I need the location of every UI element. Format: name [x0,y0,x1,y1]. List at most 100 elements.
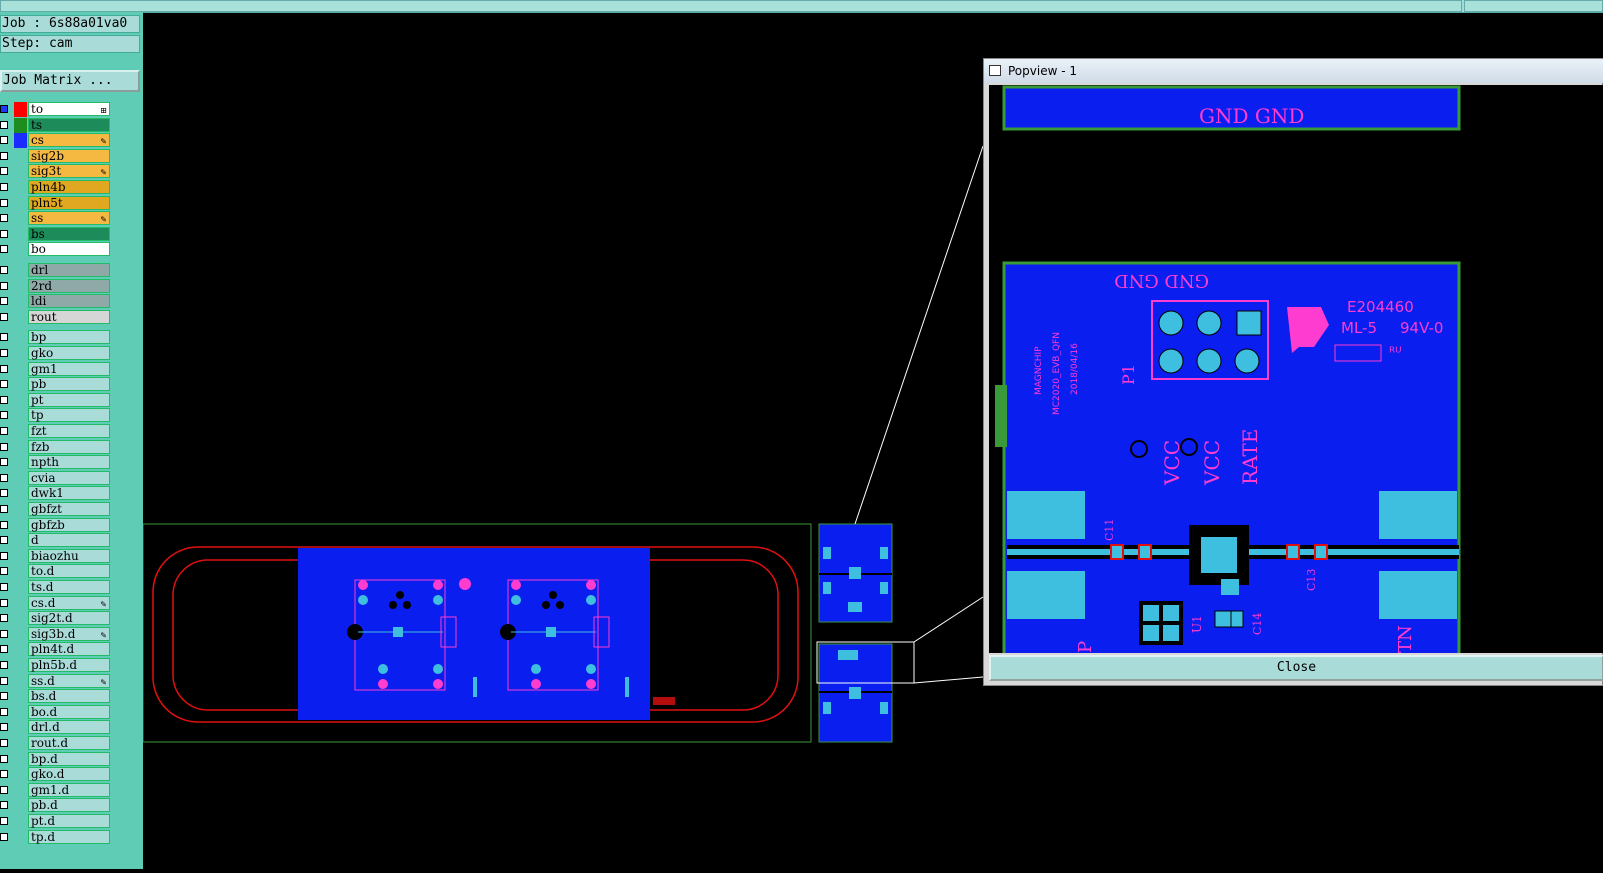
layer-visibility-checkbox[interactable] [0,754,8,763]
layer-name[interactable]: pln5b.d [28,658,110,672]
popview-titlebar[interactable]: Popview - 1 [984,59,1603,83]
layer-visibility-checkbox[interactable] [0,583,8,591]
layer-row[interactable]: drl [0,263,115,279]
layer-row[interactable]: rout [0,309,115,326]
layer-visibility-checkbox[interactable] [0,266,8,274]
layer-visibility-checkbox[interactable] [0,364,8,373]
layer-name[interactable]: gko [28,346,110,360]
layer-visibility-checkbox[interactable] [0,567,8,576]
layer-name[interactable]: ss.d✎ [28,673,110,688]
layer-visibility-checkbox[interactable] [0,505,8,513]
layer-name[interactable]: dwk1 [28,486,110,501]
layer-row[interactable]: ldi [0,294,115,310]
layer-row[interactable]: dwk1 [0,486,115,502]
layer-row[interactable]: bs.d [0,689,115,705]
layer-visibility-checkbox[interactable] [0,167,8,176]
job-matrix-button[interactable]: Job Matrix ... [0,70,140,92]
layer-visibility-checkbox[interactable] [0,120,8,129]
layer-visibility-checkbox[interactable] [0,281,8,290]
layer-name[interactable]: pb.d [28,798,110,813]
layer-visibility-checkbox[interactable] [0,629,8,638]
layer-name[interactable]: cvia [28,470,110,485]
layer-visibility-checkbox[interactable] [0,245,8,254]
layer-visibility-checkbox[interactable] [0,380,8,389]
layer-visibility-checkbox[interactable] [0,297,8,306]
layer-name[interactable]: tp.d [28,829,110,844]
close-button[interactable]: Close [989,655,1603,681]
layer-visibility-checkbox[interactable] [0,136,8,145]
layer-name[interactable]: bo [28,242,110,257]
layer-visibility-checkbox[interactable] [0,785,8,794]
layer-row[interactable]: cs.d✎ [0,595,115,612]
layer-row[interactable]: drl.d [0,720,115,736]
layer-row[interactable]: pln4b [0,180,115,196]
layer-name[interactable]: bp.d [28,751,110,766]
layer-row[interactable]: to⊞ [0,102,115,118]
layer-row[interactable]: to.d [0,564,115,580]
layer-visibility-checkbox[interactable] [0,229,8,238]
layer-row[interactable]: tp.d [0,829,115,846]
layer-row[interactable]: sig3t✎ [0,164,115,180]
layer-row[interactable]: rout.d [0,736,115,752]
layer-row[interactable]: ss.d✎ [0,673,115,690]
layer-name[interactable]: gko.d [28,767,110,782]
layer-name[interactable]: gm1.d [28,782,110,797]
layer-visibility-checkbox[interactable] [0,770,8,779]
layer-row[interactable]: pln4t.d [0,642,115,658]
layer-row[interactable]: gm1 [0,361,115,378]
layer-row[interactable]: pln5t [0,195,115,212]
layer-name[interactable]: drl [28,263,110,277]
layer-visibility-checkbox[interactable] [0,598,8,607]
layer-name[interactable]: cs.d✎ [28,595,110,610]
layer-name[interactable]: rout [28,309,110,324]
layer-visibility-checkbox[interactable] [0,739,8,747]
layer-name[interactable]: sig3t✎ [28,164,110,179]
layer-row[interactable]: pt [0,392,115,409]
layer-name[interactable]: ts [28,117,110,132]
layer-row[interactable]: npth [0,455,115,471]
layer-name[interactable]: biaozhu [28,548,110,563]
layer-visibility-checkbox[interactable] [0,489,8,498]
layer-name[interactable]: bs [28,226,110,241]
layer-name[interactable]: pt.d [28,814,110,828]
layer-visibility-checkbox[interactable] [0,520,8,529]
layer-visibility-checkbox[interactable] [0,692,8,701]
toolbar-segment-right[interactable] [1464,0,1603,12]
layer-name[interactable]: gbfzt [28,502,110,516]
layer-visibility-checkbox[interactable] [0,832,8,841]
layer-name[interactable]: ldi [28,294,110,309]
layer-row[interactable]: bo [0,242,115,258]
layer-row[interactable]: sig2t.d [0,611,115,627]
layer-visibility-checkbox[interactable] [0,427,8,435]
layer-name[interactable]: gbfzb [28,517,110,532]
layer-name[interactable]: sig2b [28,148,110,163]
layer-name[interactable]: ts.d [28,580,110,594]
layer-name[interactable]: sig3b.d✎ [28,626,110,641]
layer-visibility-checkbox[interactable] [0,614,8,623]
zoom-selection-box[interactable] [816,641,915,684]
layer-row[interactable]: gko.d [0,767,115,783]
layer-visibility-checkbox[interactable] [0,151,8,160]
layer-row[interactable]: bp.d [0,751,115,768]
layer-visibility-checkbox[interactable] [0,551,8,560]
layer-row[interactable]: gbfzt [0,502,115,518]
toolbar-segment-main[interactable] [0,0,1462,12]
layer-name[interactable]: fzb [28,439,110,454]
layer-name[interactable]: pln5t [28,195,110,210]
layer-name[interactable]: pln4b [28,180,110,194]
layer-visibility-checkbox[interactable] [0,473,8,482]
layer-row[interactable]: biaozhu [0,548,115,565]
layer-visibility-checkbox[interactable] [0,333,8,342]
layer-name[interactable]: to⊞ [28,102,110,116]
layer-visibility-checkbox[interactable] [0,817,8,825]
layer-visibility-checkbox[interactable] [0,312,8,321]
layer-row[interactable]: bp [0,330,115,346]
layer-visibility-checkbox[interactable] [0,536,8,545]
layer-name[interactable]: pb [28,377,110,392]
layer-visibility-checkbox[interactable] [0,183,8,191]
layer-name[interactable]: bo.d [28,704,110,719]
layer-row[interactable]: bo.d [0,704,115,721]
layer-row[interactable]: gko [0,346,115,362]
layer-row[interactable]: fzt [0,424,115,440]
layer-row[interactable]: tp [0,408,115,424]
